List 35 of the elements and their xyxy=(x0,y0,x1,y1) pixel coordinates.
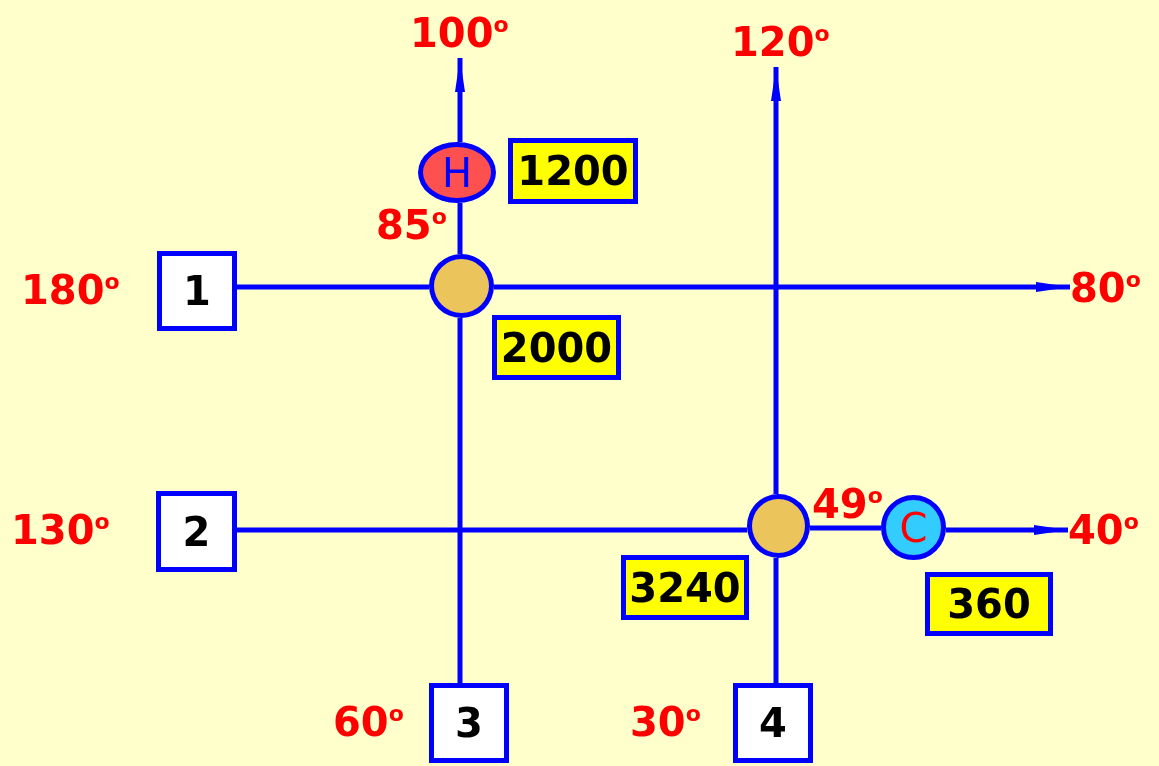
stream-arrow xyxy=(771,67,781,494)
temperature-label: 100$^{o}$ xyxy=(410,8,530,58)
node-text: 1200 xyxy=(517,151,629,191)
temperature-label: 120$^{o}$ xyxy=(731,17,851,67)
stream-arrow xyxy=(494,282,1070,292)
node-text: 1 xyxy=(183,271,211,311)
stream-line xyxy=(457,203,463,254)
duty-box xyxy=(492,315,621,380)
exchanger-circle xyxy=(747,494,810,558)
stream-line xyxy=(237,284,429,290)
node-text: H xyxy=(441,152,473,193)
duty-box xyxy=(925,572,1053,636)
stream-arrow xyxy=(455,58,465,142)
stream-line xyxy=(773,558,779,683)
node-text: 4 xyxy=(759,703,787,743)
temperature-label: 85$^{o}$ xyxy=(376,203,447,247)
stream-line xyxy=(810,525,881,531)
duty-box xyxy=(621,555,749,620)
temperature-label: 180$^{o}$ xyxy=(21,268,120,312)
temperature-label: 40$^{o}$ xyxy=(1068,506,1156,554)
temperature-label: 130$^{o}$ xyxy=(11,508,110,552)
temperature-label: 30$^{o}$ xyxy=(630,700,701,744)
stream-line xyxy=(457,318,463,683)
node-text: 2000 xyxy=(500,327,613,368)
temperature-label: 49$^{o}$ xyxy=(812,482,883,526)
stream-line xyxy=(237,527,747,533)
node-text: 360 xyxy=(947,584,1031,624)
temperature-label: 60$^{o}$ xyxy=(333,700,404,744)
node-text: 3240 xyxy=(629,567,741,608)
node-text: 3 xyxy=(455,703,483,743)
stream-arrow xyxy=(946,525,1068,535)
node-text: C xyxy=(899,507,928,548)
temperature-label: 80$^{o}$ xyxy=(1070,264,1156,312)
duty-box xyxy=(508,138,638,204)
node-text: 2 xyxy=(182,511,211,552)
